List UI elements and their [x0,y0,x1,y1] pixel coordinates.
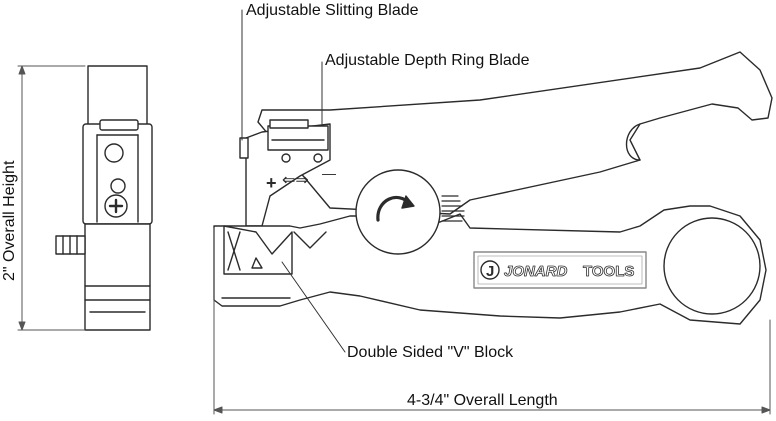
tool-main-view: + ⇐⇒ — [213,51,773,325]
plus-symbol: + [266,173,277,193]
depth-ring-blade-label: Adjustable Depth Ring Blade [325,52,530,69]
side-view [55,65,153,331]
screw-icon [104,194,128,218]
spring-coils [441,195,465,222]
callout-leaders [241,9,346,353]
height-dimension [17,65,86,331]
logo-suffix: TOOLS [583,263,634,280]
logo-letter: J [486,263,494,280]
v-block-label: Double Sided "V" Block [347,344,514,361]
depth-ring-dial [355,169,441,255]
slitting-blade-label: Adjustable Slitting Blade [246,2,419,19]
adjust-arrows-symbol: ⇐⇒ [282,172,309,189]
jonard-logo: J JONARD TOOLS [473,251,647,289]
logo-brand: JONARD [504,263,568,280]
length-dimension [213,227,771,415]
v-block [223,225,327,275]
minus-symbol: — [322,165,336,181]
overall-length-label: 4-3/4" Overall Length [404,393,561,409]
overall-height-label: 2" Overall Height [1,157,18,284]
